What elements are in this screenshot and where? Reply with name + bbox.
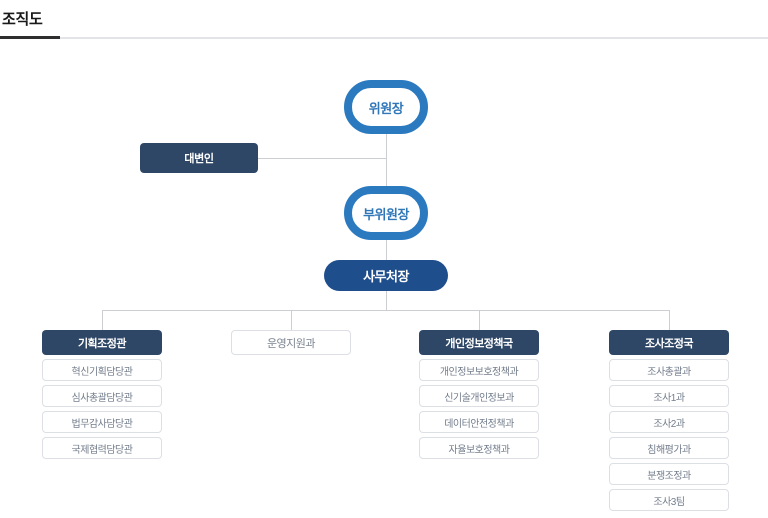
dept-item[interactable]: 데이터안전정책과 bbox=[419, 411, 539, 433]
dept-item[interactable]: 자율보호정책과 bbox=[419, 437, 539, 459]
node-secretary-general-label: 사무처장 bbox=[363, 269, 409, 284]
connector-drop-3 bbox=[479, 310, 480, 330]
node-vice-chairman[interactable]: 부위원장 bbox=[344, 186, 428, 240]
title-divider bbox=[0, 37, 768, 39]
title-divider-accent bbox=[0, 36, 60, 39]
dept-item[interactable]: 조사2과 bbox=[609, 411, 729, 433]
dept-item[interactable]: 침해평가과 bbox=[609, 437, 729, 459]
connector-vice-to-secretary bbox=[386, 240, 387, 260]
dept-column-3: 개인정보정책국 개인정보보호정책과 신기술개인정보과 데이터안전정책과 자율보호… bbox=[419, 330, 539, 459]
connector-spokesperson bbox=[258, 158, 386, 159]
connector-drop-4 bbox=[669, 310, 670, 330]
node-vice-chairman-label: 부위원장 bbox=[363, 206, 409, 222]
dept-column-2: 운영지원과 bbox=[231, 330, 351, 355]
dept-item[interactable]: 법무감사담당관 bbox=[42, 411, 162, 433]
node-chairman[interactable]: 위원장 bbox=[344, 80, 428, 134]
dept-item[interactable]: 조사3팀 bbox=[609, 489, 729, 511]
page-header: 조직도 bbox=[0, 0, 768, 40]
node-spokesperson[interactable]: 대변인 bbox=[140, 143, 258, 173]
node-spokesperson-label: 대변인 bbox=[184, 153, 214, 165]
dept-item[interactable]: 심사총괄담당관 bbox=[42, 385, 162, 407]
connector-bus bbox=[102, 310, 670, 311]
dept-head-3[interactable]: 개인정보정책국 bbox=[419, 330, 539, 355]
node-secretary-general[interactable]: 사무처장 bbox=[324, 260, 448, 291]
dept-column-4: 조사조정국 조사총괄과 조사1과 조사2과 침해평가과 분쟁조정과 조사3팀 bbox=[609, 330, 729, 511]
dept-item[interactable]: 분쟁조정과 bbox=[609, 463, 729, 485]
dept-head-2[interactable]: 운영지원과 bbox=[231, 330, 351, 355]
dept-head-4[interactable]: 조사조정국 bbox=[609, 330, 729, 355]
dept-head-1[interactable]: 기획조정관 bbox=[42, 330, 162, 355]
dept-column-1: 기획조정관 혁신기획담당관 심사총괄담당관 법무감사담당관 국제협력담당관 bbox=[42, 330, 162, 459]
dept-item[interactable]: 조사1과 bbox=[609, 385, 729, 407]
dept-item[interactable]: 신기술개인정보과 bbox=[419, 385, 539, 407]
connector-secretary-to-bus bbox=[386, 291, 387, 310]
dept-item[interactable]: 국제협력담당관 bbox=[42, 437, 162, 459]
dept-item[interactable]: 개인정보보호정책과 bbox=[419, 359, 539, 381]
connector-drop-2 bbox=[291, 310, 292, 330]
connector-drop-1 bbox=[102, 310, 103, 330]
dept-item[interactable]: 조사총괄과 bbox=[609, 359, 729, 381]
org-chart: 위원장 대변인 부위원장 사무처장 기획조정관 혁신기획담당관 심사총괄담당관 … bbox=[0, 40, 768, 518]
connector-chairman-to-vice bbox=[386, 134, 387, 213]
node-chairman-label: 위원장 bbox=[368, 100, 404, 116]
page-title: 조직도 bbox=[2, 11, 43, 28]
dept-item[interactable]: 혁신기획담당관 bbox=[42, 359, 162, 381]
